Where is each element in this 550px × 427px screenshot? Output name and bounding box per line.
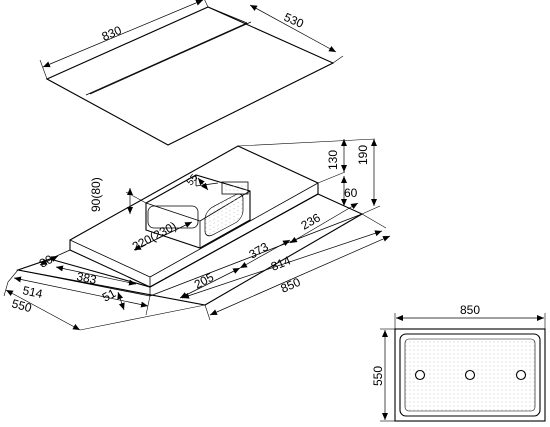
plan-inner-frame — [399, 333, 541, 417]
front-offset-dimension — [39, 255, 59, 266]
overall-height-label: 190 — [356, 145, 370, 165]
front-depth-label: 383 — [75, 269, 98, 287]
depth-overall-dimension — [5, 289, 81, 331]
plan-height-label: 550 — [371, 366, 385, 386]
depth-inner-dimension — [13, 276, 149, 308]
outlet-offset-label: 205 — [192, 270, 217, 292]
front-offset-label: 80 — [37, 252, 56, 271]
panel-outline — [45, 6, 335, 146]
mid-length-label: 373 — [247, 239, 272, 261]
outlet-width-label: 220(230) — [130, 219, 179, 254]
lower-height-label: 60 — [344, 186, 358, 200]
overall-length-dimension — [209, 235, 391, 316]
panel-view: 830 530 — [39, 0, 344, 146]
outlet-offset-dimension — [179, 267, 241, 299]
panel-length-dimension — [42, 0, 204, 68]
depth-overall-label: 550 — [10, 296, 33, 315]
plan-lamp-right — [515, 369, 527, 381]
overall-length-label: 850 — [279, 275, 303, 296]
panel-width-dimension — [249, 4, 337, 53]
plan-lamp-left — [414, 369, 426, 381]
small-height-dimension — [197, 177, 209, 191]
outlet-height-label: 90(80) — [89, 177, 103, 212]
plan-view: 850 550 — [371, 303, 546, 422]
upper-height-label: 130 — [326, 150, 340, 170]
plan-width-label: 850 — [460, 303, 480, 317]
plan-lamp-center — [464, 369, 476, 381]
hood-view: 130 190 60 236 373 814 850 205 220(230) … — [3, 138, 391, 331]
outlet-duct — [145, 174, 251, 249]
outlet-width-dimension — [133, 221, 193, 251]
panel-width-label: 530 — [282, 10, 306, 31]
plan-outer-frame — [394, 328, 546, 422]
depth-right-label: 236 — [299, 210, 324, 232]
panel-length-label: 830 — [100, 23, 124, 44]
